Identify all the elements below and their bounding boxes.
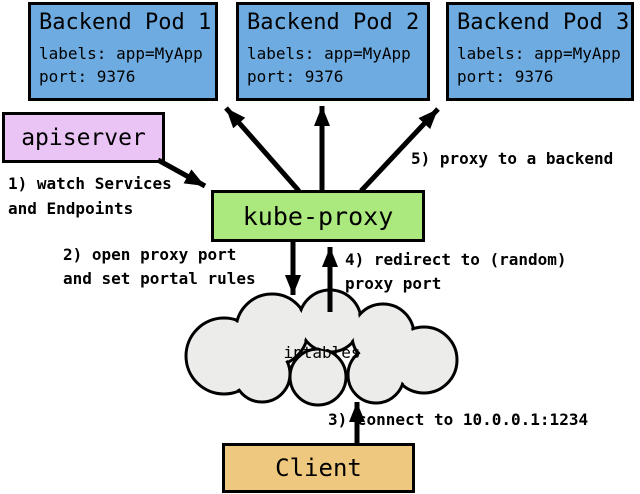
backend-pod-1-box: Backend Pod 1 labels: app=MyApp port: 93… (28, 2, 218, 101)
arrow-kubeproxy-to-pod1 (224, 106, 301, 193)
pod-title: Backend Pod 2 (247, 10, 420, 35)
iptables-cloud-fill (188, 292, 455, 403)
kube-proxy-box: kube-proxy (211, 190, 425, 242)
backend-pod-2-box: Backend Pod 2 labels: app=MyApp port: 93… (236, 2, 430, 101)
pod-port: port: 9376 (457, 67, 554, 86)
pod-labels: labels: app=MyApp (457, 44, 621, 63)
step-4-label: 4) redirect to (random) proxy port (345, 250, 567, 293)
apiserver-label: apiserver (21, 124, 146, 151)
kube-proxy-label: kube-proxy (242, 201, 394, 231)
apiserver-box: apiserver (2, 112, 165, 163)
step-3-label: 3) connect to 10.0.0.1:1234 (328, 410, 589, 429)
pod-labels: labels: app=MyApp (39, 44, 203, 63)
client-label: Client (275, 454, 362, 482)
iptables-label: iptables (283, 343, 360, 362)
step-5-label: 5) proxy to a backend (411, 149, 614, 168)
pod-title: Backend Pod 1 (39, 10, 212, 35)
pod-port: port: 9376 (247, 67, 344, 86)
client-box: Client (222, 443, 415, 493)
pod-labels: labels: app=MyApp (247, 44, 411, 63)
backend-pod-3-box: Backend Pod 3 labels: app=MyApp port: 93… (446, 2, 634, 101)
step-1-label: 1) watch Services and Endpoints (8, 174, 172, 218)
iptables-cloud (184, 288, 459, 407)
pod-port: port: 9376 (39, 67, 136, 86)
pod-title: Backend Pod 3 (457, 10, 630, 35)
step-2-label: 2) open proxy port and set portal rules (63, 245, 256, 288)
